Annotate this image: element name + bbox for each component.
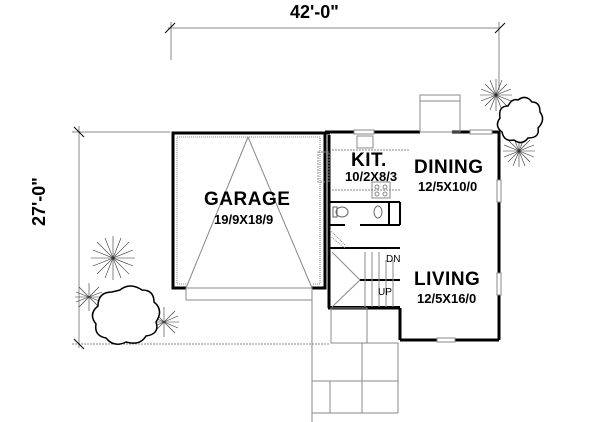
room-dining-size: 12/5X10/0 — [418, 179, 478, 194]
stair-up-label: UP — [378, 287, 392, 298]
room-garage-size: 19/9X18/9 — [214, 212, 274, 227]
shrub-icon — [91, 236, 135, 280]
room-garage-name: GARAGE — [204, 189, 291, 210]
trees — [91, 96, 544, 345]
shrub-icon — [503, 135, 535, 167]
room-living-size: 12/5X16/0 — [417, 291, 477, 306]
shrub-icon — [480, 79, 512, 111]
width-dimension-line — [164, 22, 506, 90]
front-porch — [311, 300, 399, 422]
stair-down-label: DN — [386, 254, 401, 265]
tree-icon — [496, 96, 544, 144]
width-dimension-label: 42'-0" — [290, 2, 339, 22]
garage-walls — [171, 131, 330, 290]
kitchen-fixtures — [317, 135, 410, 199]
room-dining-name: DINING — [414, 157, 484, 178]
tree-icon — [91, 285, 161, 345]
bathroom-fixtures — [332, 205, 383, 219]
shrub-icon — [75, 283, 103, 311]
room-living-name: LIVING — [414, 269, 481, 290]
room-kitchen-name: KIT. — [351, 150, 387, 171]
shrubs — [75, 79, 535, 337]
room-kitchen-size: 10/2X8/3 — [345, 169, 398, 184]
windows — [353, 129, 502, 343]
garage-inner-lines — [176, 136, 321, 301]
depth-dimension-label: 27'-0" — [29, 177, 49, 226]
chimney-bay — [419, 94, 461, 133]
stairs — [329, 229, 394, 308]
